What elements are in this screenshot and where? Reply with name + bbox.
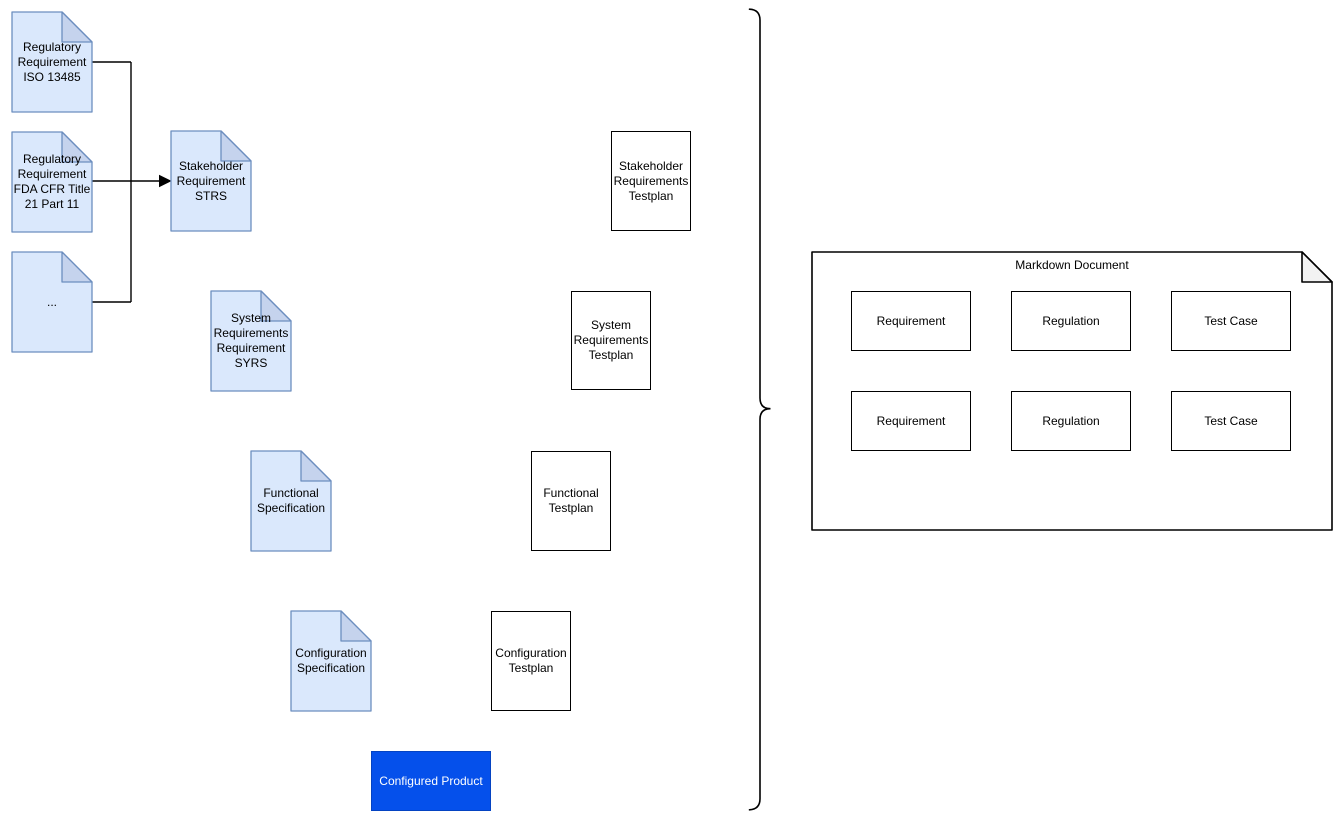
md-box-label: Test Case xyxy=(1204,313,1258,328)
doc-label: Functional Specification xyxy=(256,486,326,515)
note-shape-icon xyxy=(11,251,93,353)
doc-configuration-specification: Configuration Specification xyxy=(290,610,372,712)
box-system-requirements-testplan: System Requirements Testplan xyxy=(571,291,651,390)
md-box-testcase-2: Test Case xyxy=(1171,391,1291,451)
note-shape-icon xyxy=(250,450,332,552)
md-box-label: Regulation xyxy=(1042,313,1100,328)
md-box-label: Requirement xyxy=(876,313,946,328)
doc-system-requirements-syrs: System Requirements Requirement SYRS xyxy=(210,290,292,392)
note-shape-icon xyxy=(11,11,93,113)
md-box-requirement-2: Requirement xyxy=(851,391,971,451)
doc-label: Regulatory Requirement FDA CFR Title 21 … xyxy=(13,152,91,211)
doc-label: Regulatory Requirement ISO 13485 xyxy=(17,39,87,84)
md-box-regulation-1: Regulation xyxy=(1011,291,1131,351)
markdown-document: Markdown Document Requirement Regulation… xyxy=(811,251,1333,531)
doc-label: Configuration Specification xyxy=(295,646,367,675)
md-box-requirement-1: Requirement xyxy=(851,291,971,351)
md-box-label: Test Case xyxy=(1204,413,1258,428)
testplan-label: Configuration Testplan xyxy=(495,646,567,675)
doc-label: System Requirements Requirement SYRS xyxy=(213,311,289,370)
doc-regulatory-iso13485: Regulatory Requirement ISO 13485 xyxy=(11,11,93,113)
note-shape-icon xyxy=(170,130,252,232)
doc-functional-specification: Functional Specification xyxy=(250,450,332,552)
box-functional-testplan: Functional Testplan xyxy=(531,451,611,551)
product-label: Configured Product xyxy=(379,773,483,788)
box-stakeholder-requirements-testplan: Stakeholder Requirements Testplan xyxy=(611,131,691,231)
doc-stakeholder-requirement-strs: Stakeholder Requirement STRS xyxy=(170,130,252,232)
note-shape-icon xyxy=(11,131,93,233)
testplan-label: System Requirements Testplan xyxy=(573,318,649,362)
box-configured-product: Configured Product xyxy=(371,751,491,811)
regulatory-merge-lines xyxy=(92,61,132,303)
testplan-label: Stakeholder Requirements Testplan xyxy=(613,158,689,203)
doc-regulatory-more: ... xyxy=(11,251,93,353)
doc-regulatory-fda-cfr: Regulatory Requirement FDA CFR Title 21 … xyxy=(11,131,93,233)
md-box-label: Requirement xyxy=(876,413,946,428)
note-shape-icon xyxy=(210,290,292,392)
doc-label: ... xyxy=(46,294,57,309)
testplan-label: Functional Testplan xyxy=(543,486,599,515)
doc-label: Stakeholder Requirement STRS xyxy=(176,158,246,203)
md-box-testcase-1: Test Case xyxy=(1171,291,1291,351)
box-configuration-testplan: Configuration Testplan xyxy=(491,611,571,711)
markdown-document-title: Markdown Document xyxy=(1015,258,1129,272)
curly-brace-icon xyxy=(748,8,771,811)
note-shape-icon xyxy=(290,610,372,712)
md-box-regulation-2: Regulation xyxy=(1011,391,1131,451)
md-box-label: Regulation xyxy=(1042,413,1100,428)
